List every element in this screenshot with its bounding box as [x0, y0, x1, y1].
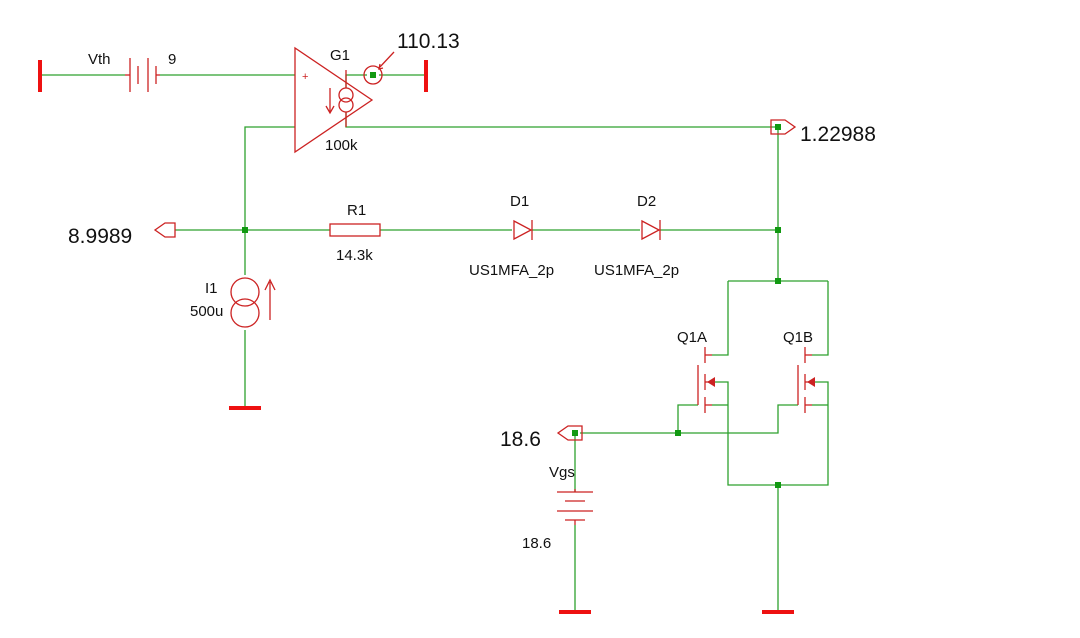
g1-value-label: 100k: [325, 137, 358, 154]
resistor-r1[interactable]: R1 14.3k: [329, 202, 381, 264]
vth-name-label: Vth: [88, 51, 111, 68]
wire-g1-out-bottom: [345, 112, 778, 128]
d1-name-label: D1: [510, 193, 529, 210]
d2-name-label: D2: [637, 193, 656, 210]
current-source-i1[interactable]: I1 500u: [190, 277, 276, 328]
q1a-name-label: Q1A: [677, 329, 707, 346]
voltage-probe-vgs[interactable]: 18.6: [500, 425, 583, 451]
d1-model-label: US1MFA_2p: [469, 262, 554, 279]
wire-gate-bus: [580, 404, 798, 434]
wire-q1a-drain: [712, 281, 729, 356]
probe-arrow-icon: [378, 51, 395, 69]
voltage-probe-left[interactable]: 8.9989: [68, 222, 176, 248]
junction-drain: [775, 278, 781, 284]
vgs-name-label: Vgs: [549, 464, 575, 481]
g1-output-probe[interactable]: 110.13: [363, 30, 460, 85]
wires: [40, 74, 829, 610]
wire-g1-minus: [244, 126, 295, 230]
d2-model-label: US1MFA_2p: [594, 262, 679, 279]
g1-output-probe-value: 110.13: [397, 30, 460, 53]
vgs-probe-value: 18.6: [500, 428, 541, 451]
r1-name-label: R1: [347, 202, 366, 219]
r1-value-label: 14.3k: [336, 247, 373, 264]
q1b-name-label: Q1B: [783, 329, 813, 346]
diode-d2[interactable]: D2 US1MFA_2p: [594, 193, 679, 279]
junction-right-diode: [775, 227, 781, 233]
mosfet-q1a[interactable]: Q1A: [677, 329, 715, 413]
mosfet-q1b[interactable]: Q1B: [783, 329, 815, 413]
diode-d1[interactable]: D1 US1MFA_2p: [469, 193, 554, 279]
g1-transconductance[interactable]: + G1 100k: [294, 46, 374, 154]
voltage-probe-left-value: 8.9989: [68, 225, 132, 248]
junction-gate: [675, 430, 681, 436]
vgs-value-label: 18.6: [522, 535, 551, 552]
vgs-battery[interactable]: Vgs 18.6: [522, 464, 593, 552]
junction-source: [775, 482, 781, 488]
grounds: [38, 60, 794, 614]
voltage-probe-right-value: 1.22988: [800, 123, 876, 146]
vth-battery[interactable]: Vth 9: [88, 51, 176, 92]
wire-q1b-drain: [812, 281, 829, 356]
i1-name-label: I1: [205, 280, 218, 297]
wire-q1a-gate: [677, 404, 698, 433]
vth-value-label: 9: [168, 51, 176, 68]
g1-plus-sign: +: [302, 71, 308, 83]
i1-value-label: 500u: [190, 303, 223, 320]
junctions: [242, 227, 781, 488]
voltage-probe-right[interactable]: 1.22988: [770, 119, 876, 146]
g1-name-label: G1: [330, 47, 350, 64]
junction-left-node: [242, 227, 248, 233]
